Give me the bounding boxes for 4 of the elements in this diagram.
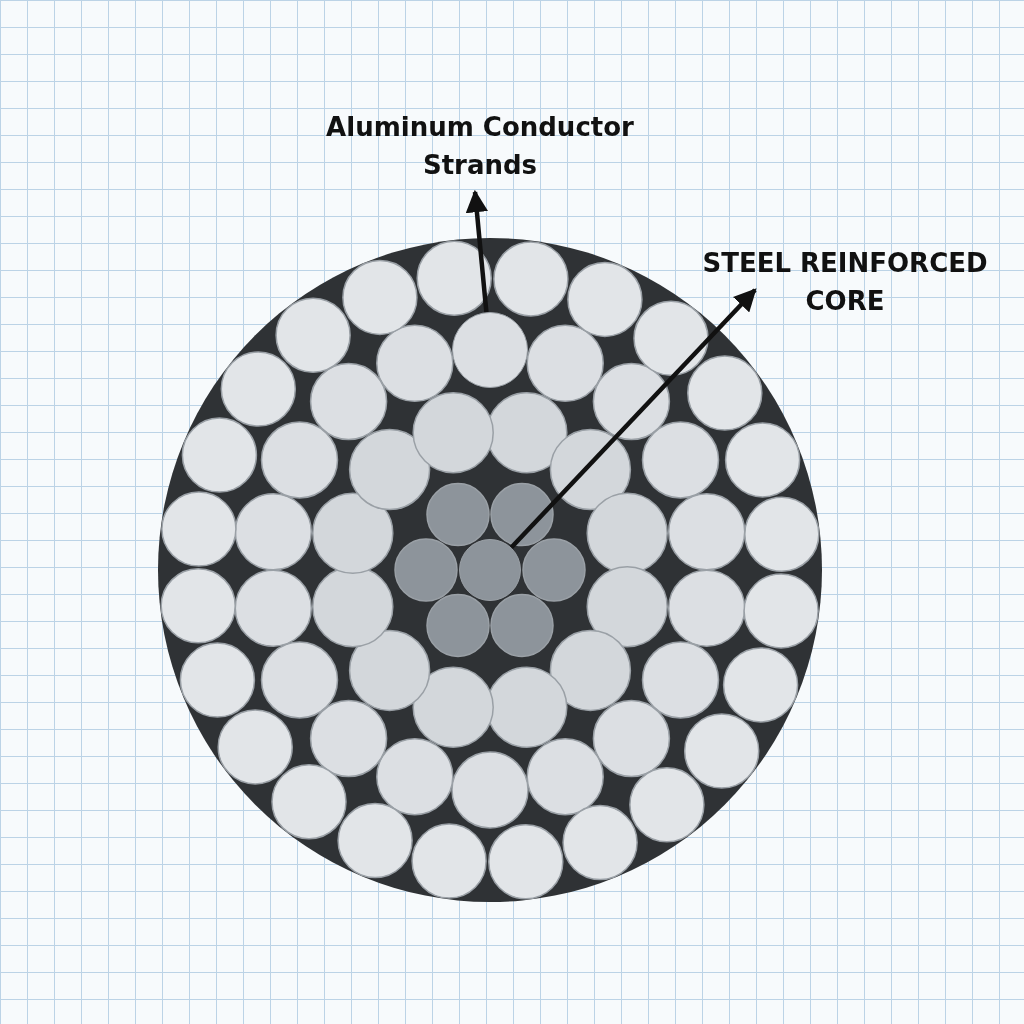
callout-label: STEEL REINFORCED CORE [675,244,1015,320]
leader-arrow [509,288,757,550]
leader-arrow [465,189,489,313]
callout-label: Aluminum Conductor Strands [275,108,685,184]
